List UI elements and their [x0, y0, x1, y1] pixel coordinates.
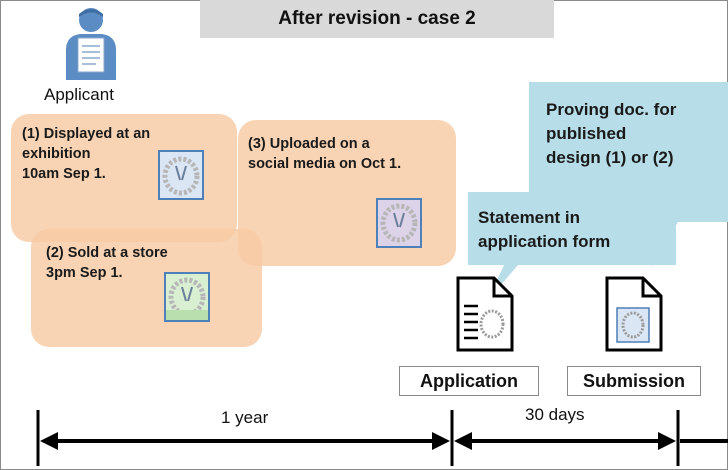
necklace-image-icon	[162, 156, 200, 196]
submission-document-icon	[605, 276, 663, 352]
necklace-photo-3	[376, 198, 422, 248]
event-1-line-2: exhibition	[22, 146, 91, 162]
event-2-line-2: 3pm Sep 1.	[46, 265, 123, 281]
applicant-person-icon	[66, 8, 116, 80]
period-30-days-label: 30 days	[525, 405, 585, 424]
statement-callout-bubble	[468, 192, 676, 300]
application-document-icon	[456, 276, 514, 352]
event-1-text: (1) Displayed at an exhibition 10am Sep …	[22, 124, 150, 184]
event-1-line-3: 10am Sep 1.	[22, 166, 106, 182]
proving-line-3: design (1) or (2)	[546, 148, 674, 167]
statement-callout-text: Statement in application form	[478, 206, 610, 254]
application-label: Application	[399, 366, 539, 396]
event-3-line-2: social media on Oct 1.	[248, 156, 402, 172]
necklace-photo-2	[164, 272, 210, 322]
necklace-photo-1	[158, 150, 204, 200]
submission-label: Submission	[567, 366, 701, 396]
event-2-line-1: (2) Sold at a store	[46, 245, 168, 261]
statement-line-2: application form	[478, 232, 611, 251]
proving-line-2: published	[546, 124, 627, 143]
event-3-line-1: (3) Uploaded on a	[248, 136, 370, 152]
proving-callout-text: Proving doc. for published design (1) or…	[546, 98, 676, 170]
applicant-label: Applicant	[44, 85, 114, 104]
event-1-line-1: (1) Displayed at an	[22, 126, 151, 142]
proving-line-1: Proving doc. for	[546, 100, 677, 119]
necklace-image-icon	[380, 203, 418, 243]
diagram-title: After revision - case 2	[200, 0, 554, 38]
statement-line-1: Statement in	[478, 208, 581, 227]
necklace-image-icon	[166, 277, 208, 320]
event-2-text: (2) Sold at a store 3pm Sep 1.	[46, 243, 168, 283]
timeline-arrows	[36, 410, 728, 466]
event-3-text: (3) Uploaded on a social media on Oct 1.	[248, 134, 401, 174]
event-box-2	[31, 229, 262, 347]
period-1-year-label: 1 year	[221, 408, 269, 427]
